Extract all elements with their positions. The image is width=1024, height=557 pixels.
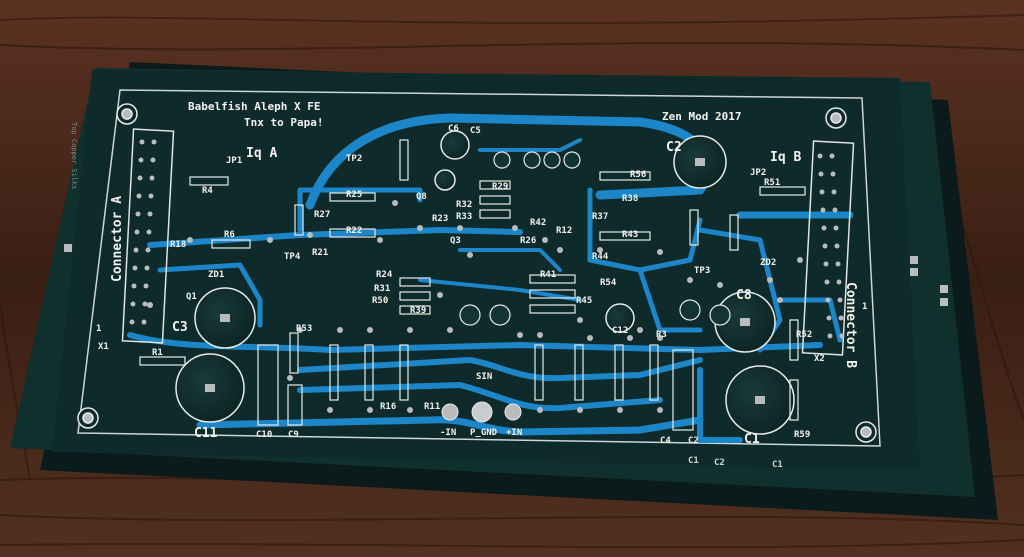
connector-b-header [801, 140, 855, 356]
silkscreen-outline [77, 89, 881, 447]
input-terminals [441, 401, 522, 423]
mounting-holes [77, 103, 877, 443]
resistor-footprints [139, 139, 806, 421]
connector-a-header [121, 128, 175, 344]
back-board-pads [64, 244, 948, 306]
capacitor-pads [205, 158, 765, 404]
film-capacitors [257, 344, 694, 431]
via-pads [147, 200, 803, 413]
led-footprints [459, 151, 731, 326]
